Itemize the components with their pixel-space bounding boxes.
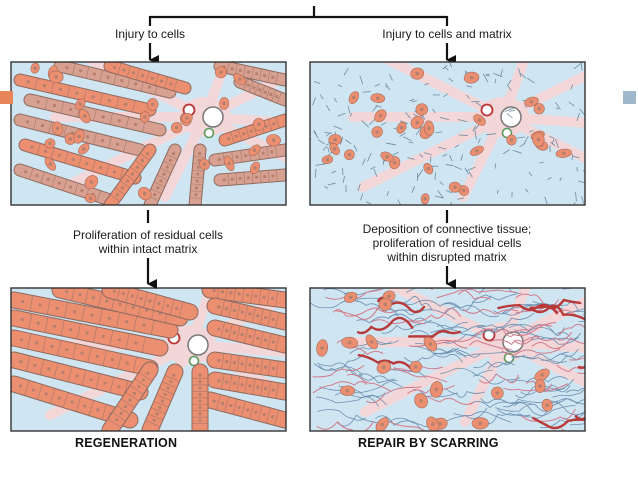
cell-cord [101,288,199,321]
orange-square-accent [0,91,13,104]
cell-cord [206,371,286,401]
cell-cord [206,297,286,331]
cell-cord [101,361,159,431]
label-injury-to-cells-and-matrix: Injury to cells and matrix [382,27,512,41]
collagen-fibers [356,296,585,430]
cell-cord [13,163,117,205]
panel-repair-by-scarring [310,288,585,431]
cell-cord [103,143,157,205]
cell-cord [103,62,192,95]
scattered-cells [321,67,572,205]
label-right-process-line3: within disrupted matrix [387,250,507,264]
matrix-fibers [310,62,585,205]
cell-cord [11,309,169,357]
cell-cord [206,351,286,379]
label-right-process-line2: proliferation of residual cells [372,236,522,250]
top-connector [148,6,456,65]
label-right-process-line1: Deposition of connective tissue; [362,222,532,236]
caption-repair-by-scarring: REPAIR BY SCARRING [358,436,499,450]
cell-cord [201,288,286,309]
panel-regeneration [11,288,286,431]
cell-cord [188,143,207,205]
cell-cord [23,93,167,137]
cell-cord [218,113,286,147]
cell-cord [213,62,286,87]
panel-borders [10,61,586,432]
middle-arrows [146,210,456,289]
scattered-cells [316,290,553,431]
label-right-process: Deposition of connective tissue; prolife… [305,222,589,264]
panel-injury-cells [11,62,286,205]
cell-cord [201,391,286,429]
cell-cord [11,351,149,401]
label-injury-to-cells: Injury to cells [114,27,186,41]
cell-cord [18,138,142,185]
cell-cord [53,62,177,99]
cell-cord [11,291,179,339]
label-left-process-line2: within intact matrix [98,242,198,256]
panel-injury-cells-matrix [310,62,585,205]
cell-cord [13,73,157,117]
cell-cord [213,168,286,187]
blood-vessel-icon [480,103,522,139]
cell-cord [11,329,159,377]
cell-cord [191,363,209,431]
blue-square-accent [623,91,636,104]
label-left-process: Proliferation of residual cells within i… [20,228,276,256]
caption-regeneration: REGENERATION [75,436,178,450]
cell-cord [143,143,182,205]
label-left-process-line1: Proliferation of residual cells [72,228,224,242]
cell-cord [141,363,184,431]
cell-cord [206,319,286,354]
scattered-cells [30,62,281,203]
